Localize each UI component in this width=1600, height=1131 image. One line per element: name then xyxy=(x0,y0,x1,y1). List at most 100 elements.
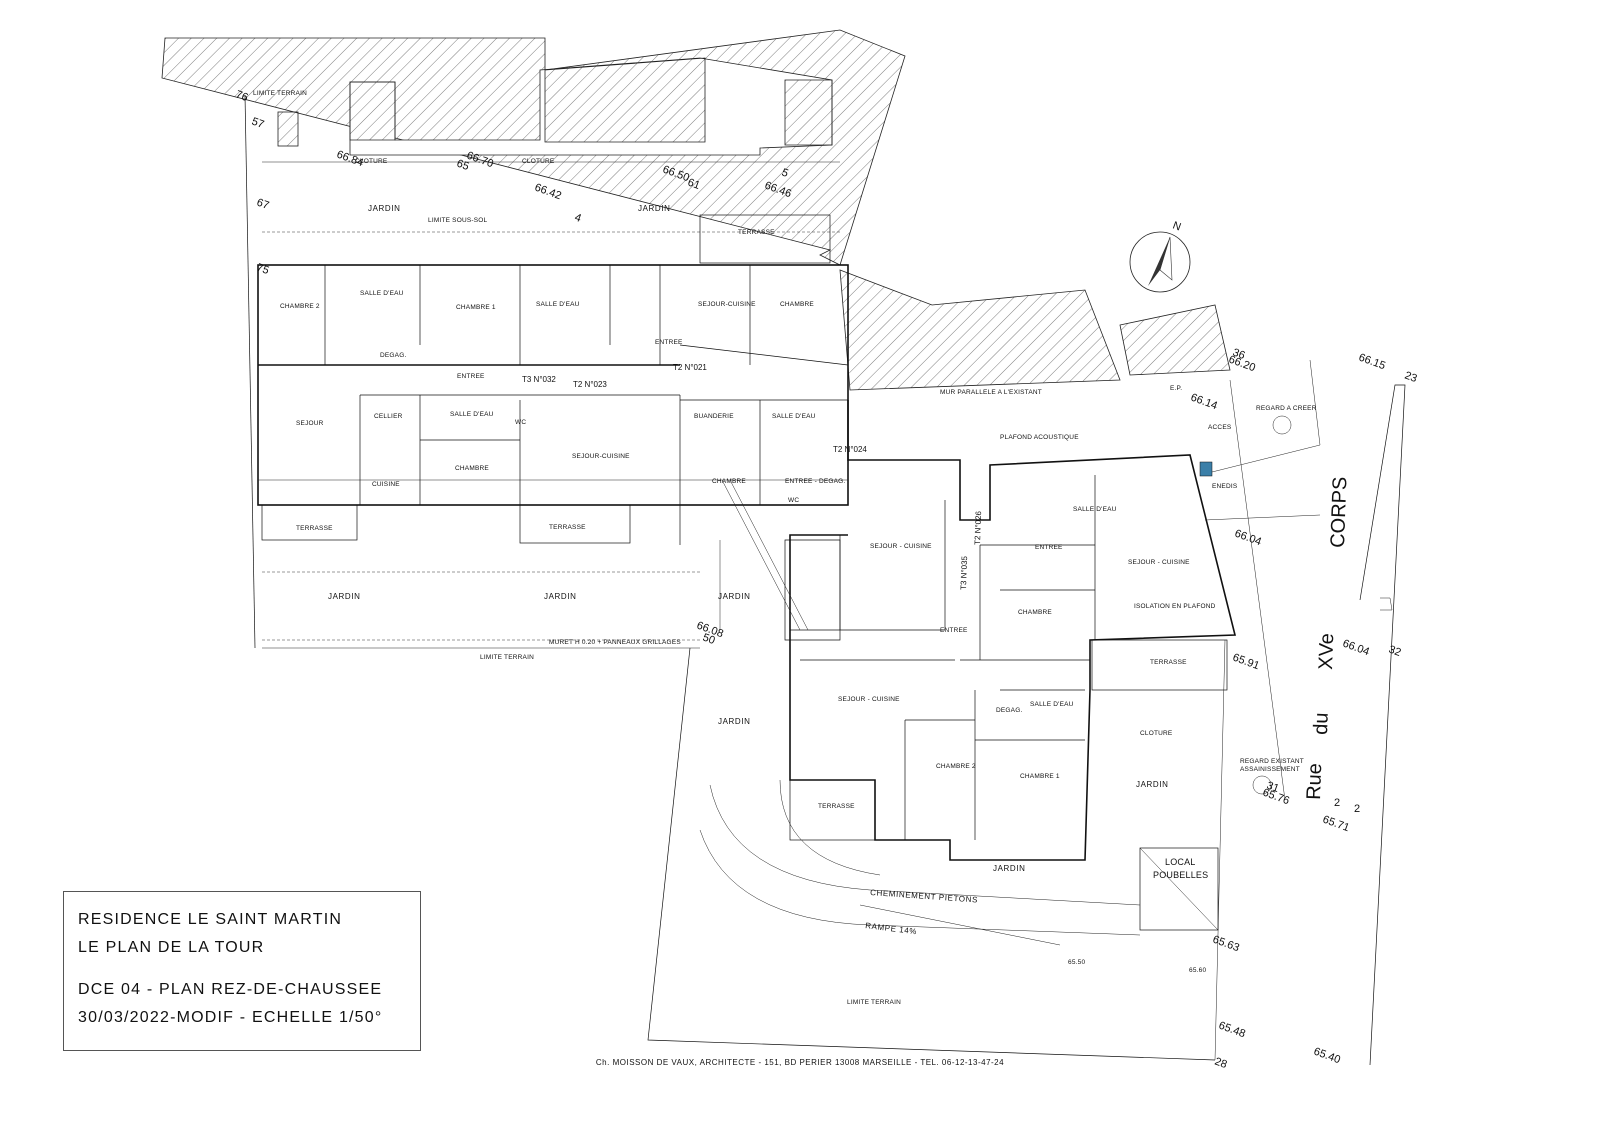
unit-t2-024: T2 N°024 xyxy=(833,445,867,454)
zone-terrasse3: TERRASSE xyxy=(738,229,775,236)
north-arrow xyxy=(1129,231,1191,293)
zone-jardin-e: JARDIN xyxy=(1136,780,1169,789)
room-sejour-cuisine4: SEJOUR - CUISINE xyxy=(1128,559,1190,566)
room-chambre1b: CHAMBRE 1 xyxy=(1020,773,1060,780)
title-residence: RESIDENCE LE SAINT MARTIN xyxy=(78,911,343,928)
point-23: 23 xyxy=(1403,370,1419,385)
room-chambre1: CHAMBRE 1 xyxy=(456,304,496,311)
point-2b: 2 xyxy=(1354,803,1360,815)
title-date-scale: 30/03/2022-MODIF - ECHELLE 1/50° xyxy=(78,1009,383,1026)
room-entree1: ENTREE xyxy=(457,373,485,380)
zone-labels: JARDIN JARDIN JARDIN JARDIN JARDIN JARDI… xyxy=(253,90,1316,1006)
street-word-xve: XVe xyxy=(1315,633,1338,670)
room-isolation: ISOLATION EN PLAFOND xyxy=(1134,603,1216,610)
room-sde6: SALLE D'EAU xyxy=(1030,701,1074,708)
elev-65-48: 65.48 xyxy=(1217,1020,1247,1041)
zone-jardin-s3: JARDIN xyxy=(718,592,751,601)
north-label: N xyxy=(1171,220,1183,234)
room-cuisine: CUISINE xyxy=(372,481,400,488)
room-chambre2b: CHAMBRE 2 xyxy=(936,763,976,770)
zone-rampe: RAMPE 14% xyxy=(865,921,918,936)
unit-t2-023: T2 N°023 xyxy=(573,380,607,389)
point-67: 67 xyxy=(255,197,271,212)
zone-jardin-c: JARDIN xyxy=(993,864,1026,873)
street-word-corps: CORPS xyxy=(1327,476,1351,548)
zone-terrasse1: TERRASSE xyxy=(296,525,333,532)
room-wc1: WC xyxy=(515,419,526,426)
room-chambre-ne: CHAMBRE xyxy=(780,301,814,308)
room-sejour-cuisine1: SEJOUR-CUISINE xyxy=(698,301,756,308)
room-entree4: ENTREE xyxy=(940,627,968,634)
room-sde5: SALLE D'EAU xyxy=(1073,506,1117,513)
room-entree2: ENTREE xyxy=(655,339,683,346)
zone-regard-existant: REGARD EXISTANT xyxy=(1240,758,1304,765)
elev-65-71: 65.71 xyxy=(1321,814,1351,835)
zone-limite-terrain-s: LIMITE TERRAIN xyxy=(480,654,534,661)
zone-cloture2: CLOTURE xyxy=(522,158,555,165)
room-sejour-cuisine3: SEJOUR - CUISINE xyxy=(870,543,932,550)
title-location: LE PLAN DE LA TOUR xyxy=(78,939,265,956)
room-chambre-mid: CHAMBRE xyxy=(455,465,489,472)
zone-cheminement: CHEMINEMENT PIETONS xyxy=(870,888,978,905)
unit-t2-026: T2 N°026 xyxy=(973,510,983,545)
point-76: 76 xyxy=(234,89,250,104)
unit-t3-035: T3 N°035 xyxy=(959,555,969,590)
title-sheet: DCE 04 - PLAN REZ-DE-CHAUSSEE xyxy=(78,981,383,998)
street-name: Rue du XVe CORPS xyxy=(1303,476,1351,800)
room-local-l2: POUBELLES xyxy=(1153,870,1208,880)
room-wc2: WC xyxy=(788,497,799,504)
point-50: 50 xyxy=(701,632,717,647)
zone-plafond-acoustique: PLAFOND ACOUSTIQUE xyxy=(1000,434,1079,441)
point-61: 61 xyxy=(686,177,702,192)
zone-mur-parallele: MUR PARALLELE A L'EXISTANT xyxy=(940,389,1042,396)
room-sejour-cuisine5: SEJOUR - CUISINE xyxy=(838,696,900,703)
street-word-rue: Rue xyxy=(1303,763,1326,800)
zone-acces: ACCES xyxy=(1208,424,1232,431)
room-sde3: SALLE D'EAU xyxy=(450,411,494,418)
point-4: 4 xyxy=(573,212,583,225)
zone-terrasse5: TERRASSE xyxy=(818,803,855,810)
zone-cloture3: CLOTURE xyxy=(1140,730,1173,737)
room-sde4: SALLE D'EAU xyxy=(772,413,816,420)
zone-cloture1: CLOTURE xyxy=(355,158,388,165)
room-entree-degag: ENTREE - DEGAG. xyxy=(785,478,845,485)
existing-buildings-hatched xyxy=(161,29,1231,391)
elev-66-42: 66.42 xyxy=(533,182,563,203)
elev-66-04a: 66.04 xyxy=(1233,528,1263,549)
room-local-l1: LOCAL xyxy=(1165,857,1196,867)
point-36: 36 xyxy=(1231,347,1247,362)
point-32: 32 xyxy=(1387,644,1403,659)
elev-66-04b: 66.04 xyxy=(1341,638,1371,659)
building-east xyxy=(719,400,1237,931)
room-degag2: DEGAG. xyxy=(996,707,1022,714)
zone-limite-terrain-n: LIMITE TERRAIN xyxy=(253,90,307,97)
elev-65-60: 65.60 xyxy=(1189,967,1206,974)
zone-jardin-n2: JARDIN xyxy=(638,204,671,213)
zone-jardin-n: JARDIN xyxy=(368,204,401,213)
elev-65-91: 65.91 xyxy=(1231,652,1261,673)
zone-enedis: ENEDIS xyxy=(1212,483,1238,490)
utility-network xyxy=(1199,359,1321,801)
room-cellier: CELLIER xyxy=(374,413,403,420)
point-5: 5 xyxy=(780,167,790,180)
zone-jardin-s2: JARDIN xyxy=(544,592,577,601)
room-buanderie: BUANDERIE xyxy=(694,413,734,420)
room-degag1: DEGAG. xyxy=(380,352,406,359)
elev-66-14: 66.14 xyxy=(1189,392,1219,413)
zone-muret: MURET H 0.20 + PANNEAUX GRILLAGES xyxy=(549,639,681,646)
room-sde2: SALLE D'EAU xyxy=(536,301,580,308)
zone-jardin-s1: JARDIN xyxy=(328,592,361,601)
point-28: 28 xyxy=(1213,1056,1229,1071)
pedestrian-path xyxy=(699,779,1141,946)
unit-t2-021: T2 N°021 xyxy=(673,363,707,372)
point-2a: 2 xyxy=(1334,797,1340,809)
site-boundary xyxy=(244,94,1406,1066)
unit-labels: T3 N°032 T2 N°023 T2 N°021 T2 N°024 T2 N… xyxy=(522,363,983,590)
room-chambre-c: CHAMBRE xyxy=(1018,609,1052,616)
zone-jardin-w: JARDIN xyxy=(718,717,751,726)
room-chambre-b: CHAMBRE xyxy=(712,478,746,485)
zone-terrasse2: TERRASSE xyxy=(549,524,586,531)
point-65: 65 xyxy=(455,158,471,173)
elev-65-63: 65.63 xyxy=(1211,934,1241,955)
zone-limite-terrain-bot: LIMITE TERRAIN xyxy=(847,999,901,1006)
